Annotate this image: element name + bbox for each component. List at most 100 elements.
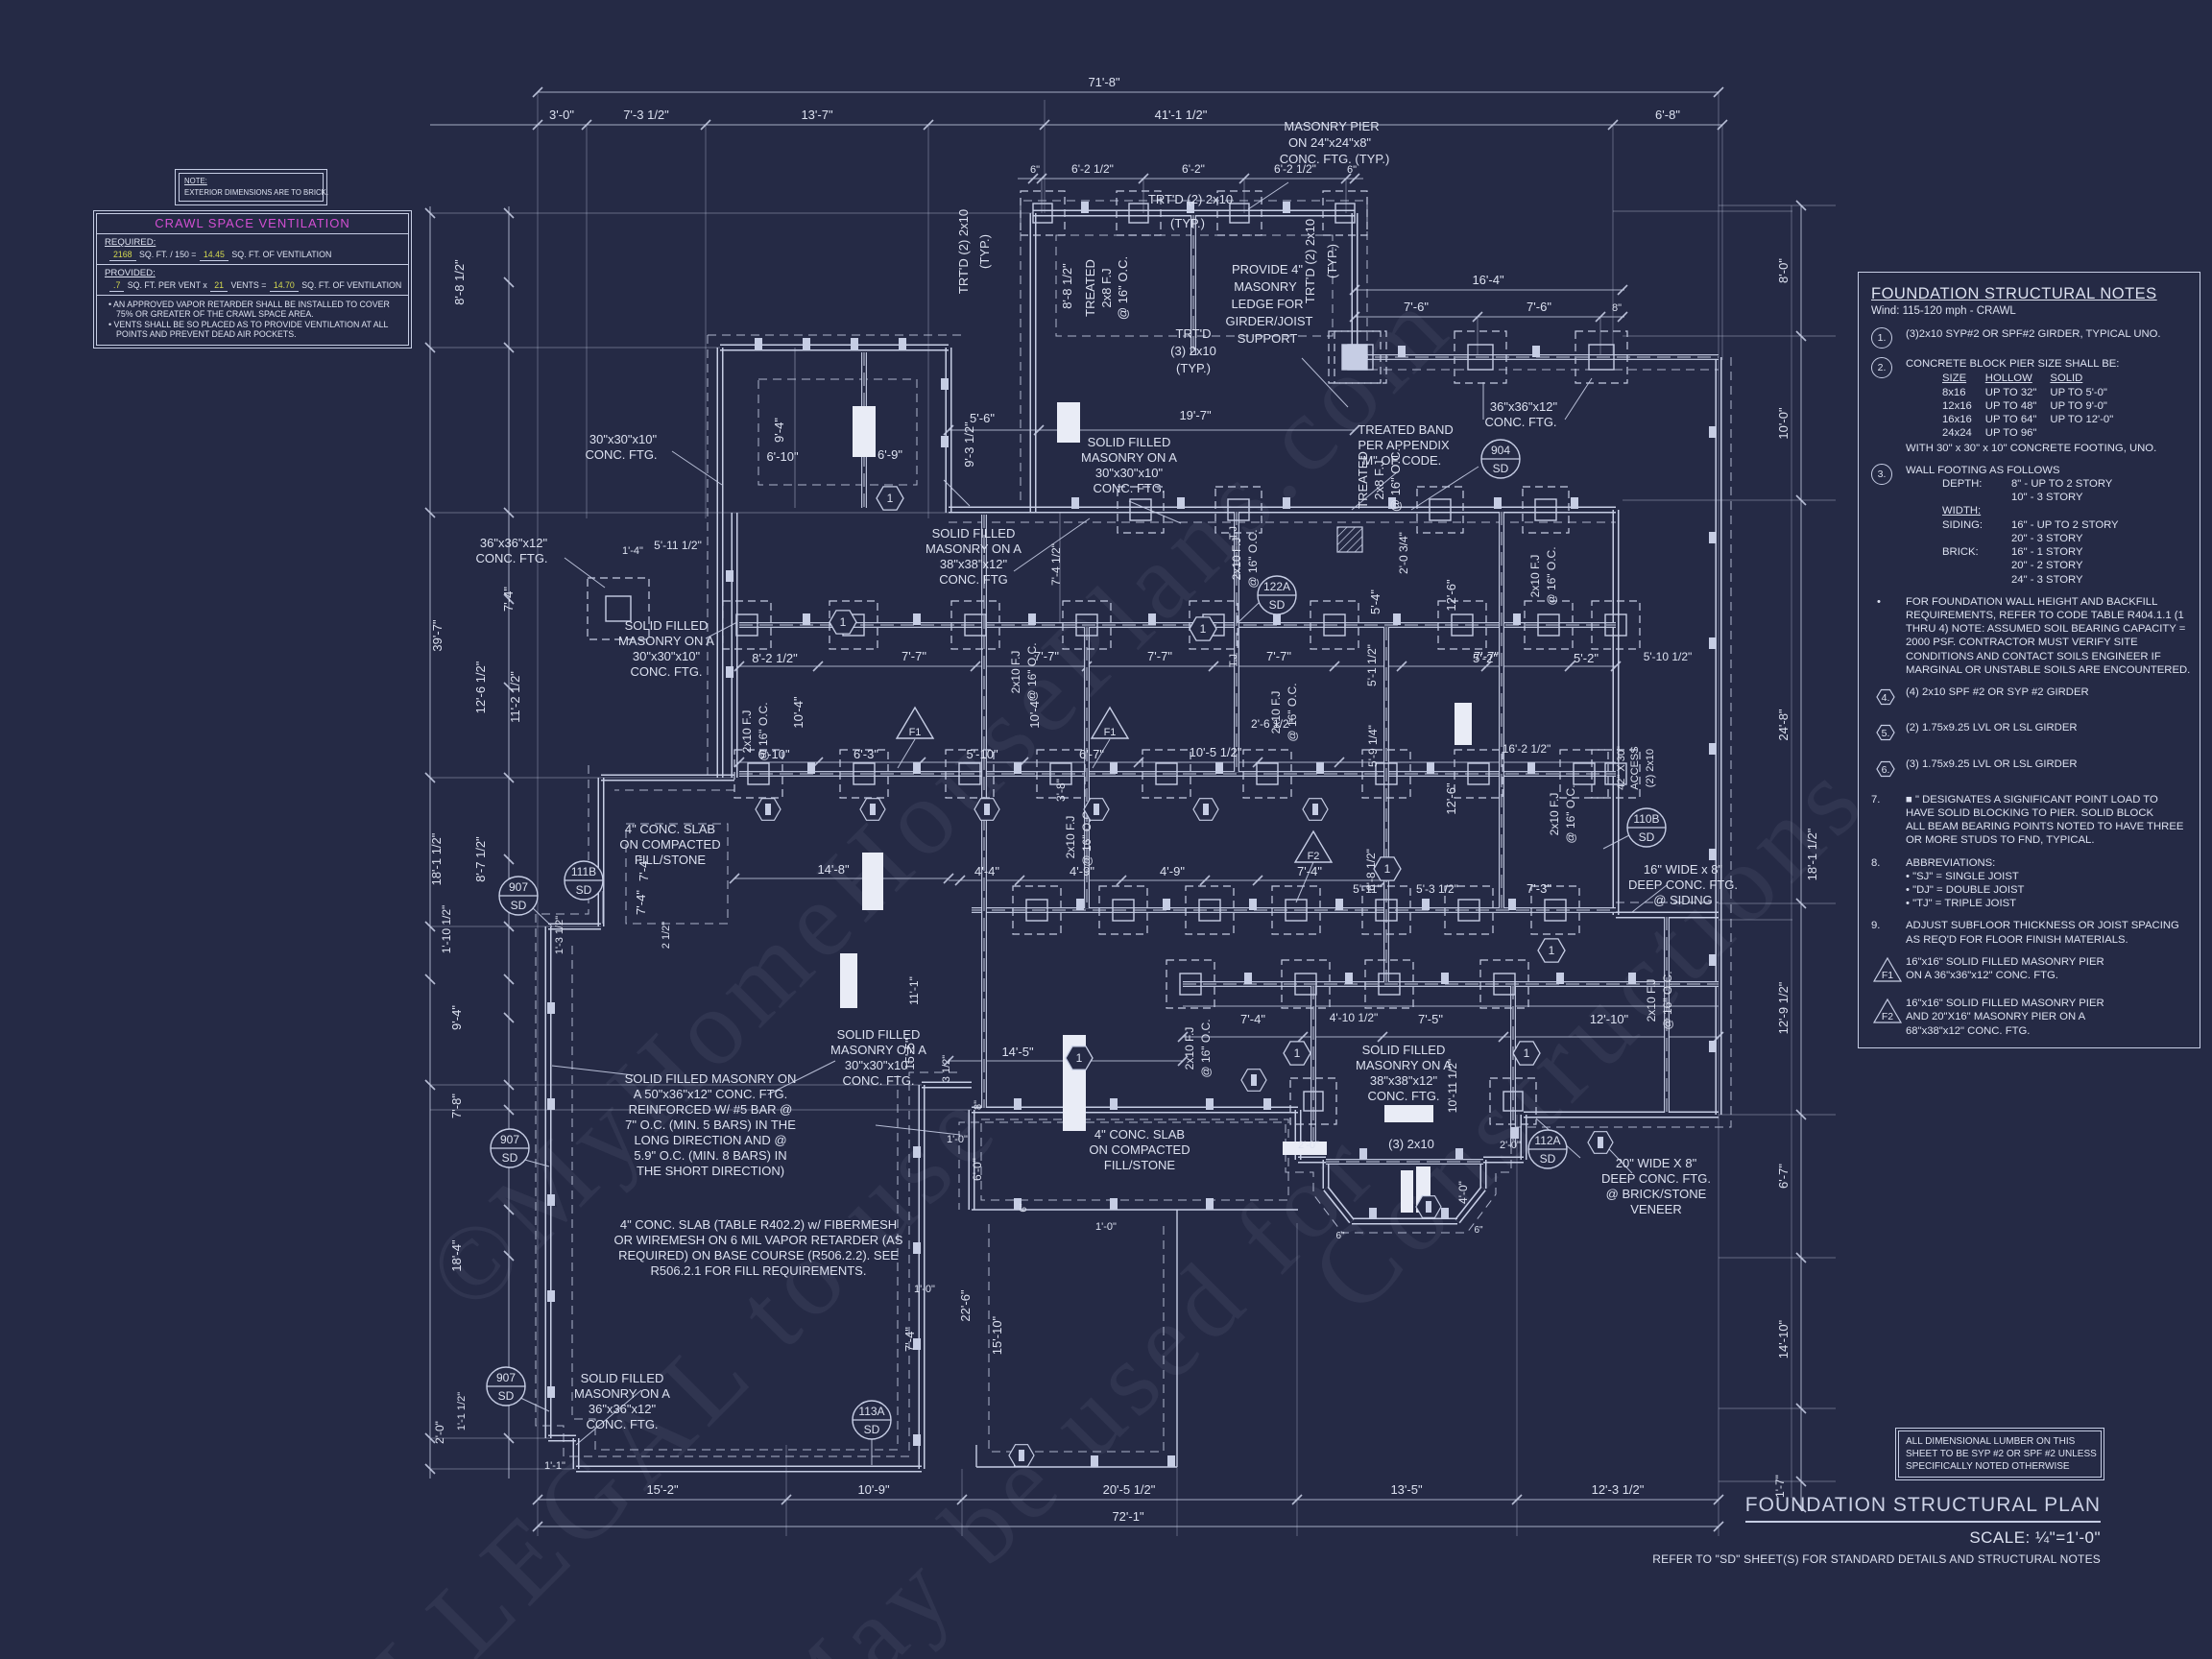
plan-label: @ BRICK/STONE	[1606, 1187, 1707, 1201]
note-number-circle: 1.	[1871, 327, 1892, 349]
plan-label: 9'-3 1/2"	[962, 421, 976, 468]
vent-provided-value: .7	[109, 280, 125, 292]
plan-label: CONC. FTG.	[842, 1073, 914, 1088]
plan-label: 5'-11"	[1353, 882, 1382, 896]
plan-label: 6'-10"	[757, 747, 790, 761]
plan-label: 15'-10"	[990, 1315, 1004, 1355]
plan-label: 20'-5 1/2"	[1103, 1482, 1156, 1497]
title-block: FOUNDATION STRUCTURAL PLAN SCALE: ¼"=1'-…	[1363, 1494, 2101, 1566]
notes-item: 1.(3)2x10 SYP#2 OR SPF#2 GIRDER, TYPICAL…	[1871, 327, 2192, 349]
vent-title: CRAWL SPACE VENTILATION	[97, 214, 408, 234]
hexagon-number: 1	[1294, 1046, 1301, 1060]
vent-required-tail: SQ. FT. OF VENTILATION	[231, 250, 332, 259]
notes-item: 2.CONCRETE BLOCK PIER SIZE SHALL BE:SIZE…	[1871, 357, 2192, 455]
girder-type-hexagon: 1	[829, 610, 857, 635]
vent-provided-value2: 21	[210, 280, 228, 292]
plan-label: 6'-7"	[1776, 1164, 1791, 1189]
plan-label: 5'-1 1/2"	[1365, 644, 1379, 686]
plan-label: 12'-10"	[1590, 1012, 1629, 1026]
plan-label: DEEP CONC. FTG.	[1601, 1171, 1711, 1186]
plan-label: 42" X 30"	[1616, 746, 1627, 790]
plan-label: 12'-6"	[1444, 782, 1458, 815]
plan-label: 5'-4"	[1368, 589, 1382, 614]
notes-item: 6.(3) 1.75x9.25 LVL OR LSL GIRDER	[1871, 757, 2192, 784]
notes-item-body: ■ " DESIGNATES A SIGNIFICANT POINT LOAD …	[1906, 793, 2184, 847]
plan-label: @ 16" O.C.	[1286, 683, 1299, 741]
plan-symbols: 904SD122ASD110BSD112ASD111BSD907SD907SD9…	[486, 439, 1667, 1467]
plan-label: 4'-9"	[1070, 864, 1094, 878]
point-load-hexagon	[1008, 1444, 1035, 1467]
plan-label: 18'-4"	[449, 1239, 464, 1272]
plan-label: 6'-10"	[766, 449, 799, 464]
plan-label: 36"x36"x12"	[1490, 399, 1558, 414]
plan-label: 3'-8"	[1054, 779, 1068, 802]
plan-label: 20" WIDE X 8"	[1616, 1156, 1697, 1170]
plan-label: 30"x30"x10"	[1095, 466, 1164, 480]
plan-label: 2'-6 1/2"	[1251, 717, 1293, 731]
plan-label: 6"	[1019, 1203, 1029, 1213]
plan-label: 8"	[1612, 302, 1622, 314]
plan-label: 5'-6"	[970, 411, 995, 425]
plan-label: 12'-3 1/2"	[1592, 1482, 1645, 1497]
plan-label: 18'-1 1/2"	[1805, 828, 1819, 880]
plan-label: 11'-2 1/2"	[508, 671, 522, 723]
plan-label: 1'-4"	[622, 545, 643, 557]
plan-label: MASONRY ON A	[1081, 450, 1177, 465]
plan-label: LONG DIRECTION AND @	[634, 1133, 786, 1147]
plan-label: 7'-7"	[1034, 649, 1059, 663]
plan-label: MASONRY ON A	[1356, 1058, 1452, 1072]
plan-label: 12'-6"	[1444, 579, 1458, 612]
plan-label: 7'-6"	[1404, 300, 1429, 314]
plan-label: 30"x30"x10"	[633, 649, 701, 663]
plan-label: 6"	[1335, 1231, 1345, 1241]
plan-label: 8'-7 1/2"	[473, 836, 488, 882]
plan-label: 6'-7"	[1079, 747, 1104, 761]
vent-bullets: • AN APPROVED VAPOR RETARDER SHALL BE IN…	[97, 296, 408, 345]
plan-label: 72'-1"	[1112, 1509, 1144, 1524]
plan-label: 7'-3"	[1527, 881, 1551, 896]
plan-label: 6'-2 1/2"	[1071, 162, 1114, 176]
plan-label: 6'-2 1/2"	[1274, 162, 1316, 176]
plan-label: MASONRY	[1234, 279, 1297, 294]
point-load-hexagon	[1415, 1195, 1442, 1218]
plan-label: 2x10 F.J	[1009, 651, 1022, 694]
plan-label: 2x10 F.J	[1183, 1027, 1196, 1070]
plan-label: @ 16" O.C.	[1545, 546, 1558, 605]
plan-label: 1'-0"	[1095, 1221, 1117, 1233]
vent-bullet: • VENTS SHALL BE SO PLACED AS TO PROVIDE…	[108, 320, 389, 339]
plan-label: 4'-10 1/2"	[1330, 1011, 1379, 1024]
plan-label: 5'-10"	[966, 747, 998, 761]
plan-label: LEDGE FOR	[1231, 297, 1303, 311]
plan-label: 4" CONC. SLAB	[625, 822, 715, 836]
plan-label: @ 16" O.C.	[1025, 642, 1039, 701]
plan-label: 7'-7"	[1474, 649, 1499, 663]
note-number-circle: 2.	[1871, 357, 1892, 379]
plan-label: 10'-4"	[791, 696, 805, 729]
triangle-label: F1	[909, 727, 922, 738]
plan-label: 6'-0"	[971, 1158, 984, 1181]
plan-labels: 71'-8"3'-0"7'-3 1/2"13'-7"41'-1 1/2"6'-8…	[429, 75, 1819, 1524]
notes-item: 7.■ " DESIGNATES A SIGNIFICANT POINT LOA…	[1871, 793, 2192, 848]
bubble-detail-number: 112A	[1534, 1134, 1560, 1147]
vent-provided-label: PROVIDED:	[105, 268, 156, 278]
vent-required-value2: 14.45	[199, 250, 228, 261]
plan-label: 2x10 F.J	[1548, 793, 1561, 836]
point-load-hexagon	[1587, 1131, 1614, 1154]
plan-label: 24'-8"	[1776, 709, 1791, 741]
plan-label: 1'-1 1/2"	[456, 1392, 468, 1431]
vent-required-value: 2168	[109, 250, 136, 261]
plan-label: TREATED BAND	[1358, 422, 1453, 437]
bubble-sheet: SD	[511, 899, 527, 912]
plan-label: 36"x36"x12"	[480, 536, 548, 550]
plan-label: 2x8 F.J	[1372, 460, 1386, 499]
point-load-hexagon	[1240, 1069, 1267, 1092]
plan-label: ACCESS	[1629, 746, 1641, 789]
plan-label: 2x8 F.J	[1099, 268, 1114, 307]
girder-type-hexagon: 1	[1512, 1041, 1541, 1066]
sheet-note: REFER TO "SD" SHEET(S) FOR STANDARD DETA…	[1652, 1552, 2101, 1566]
plan-label: CONC. FTG. (TYP.)	[1280, 152, 1390, 166]
plan-label: (TYP.)	[977, 234, 992, 269]
plan-label: CONC. FTG.	[1367, 1089, 1439, 1103]
